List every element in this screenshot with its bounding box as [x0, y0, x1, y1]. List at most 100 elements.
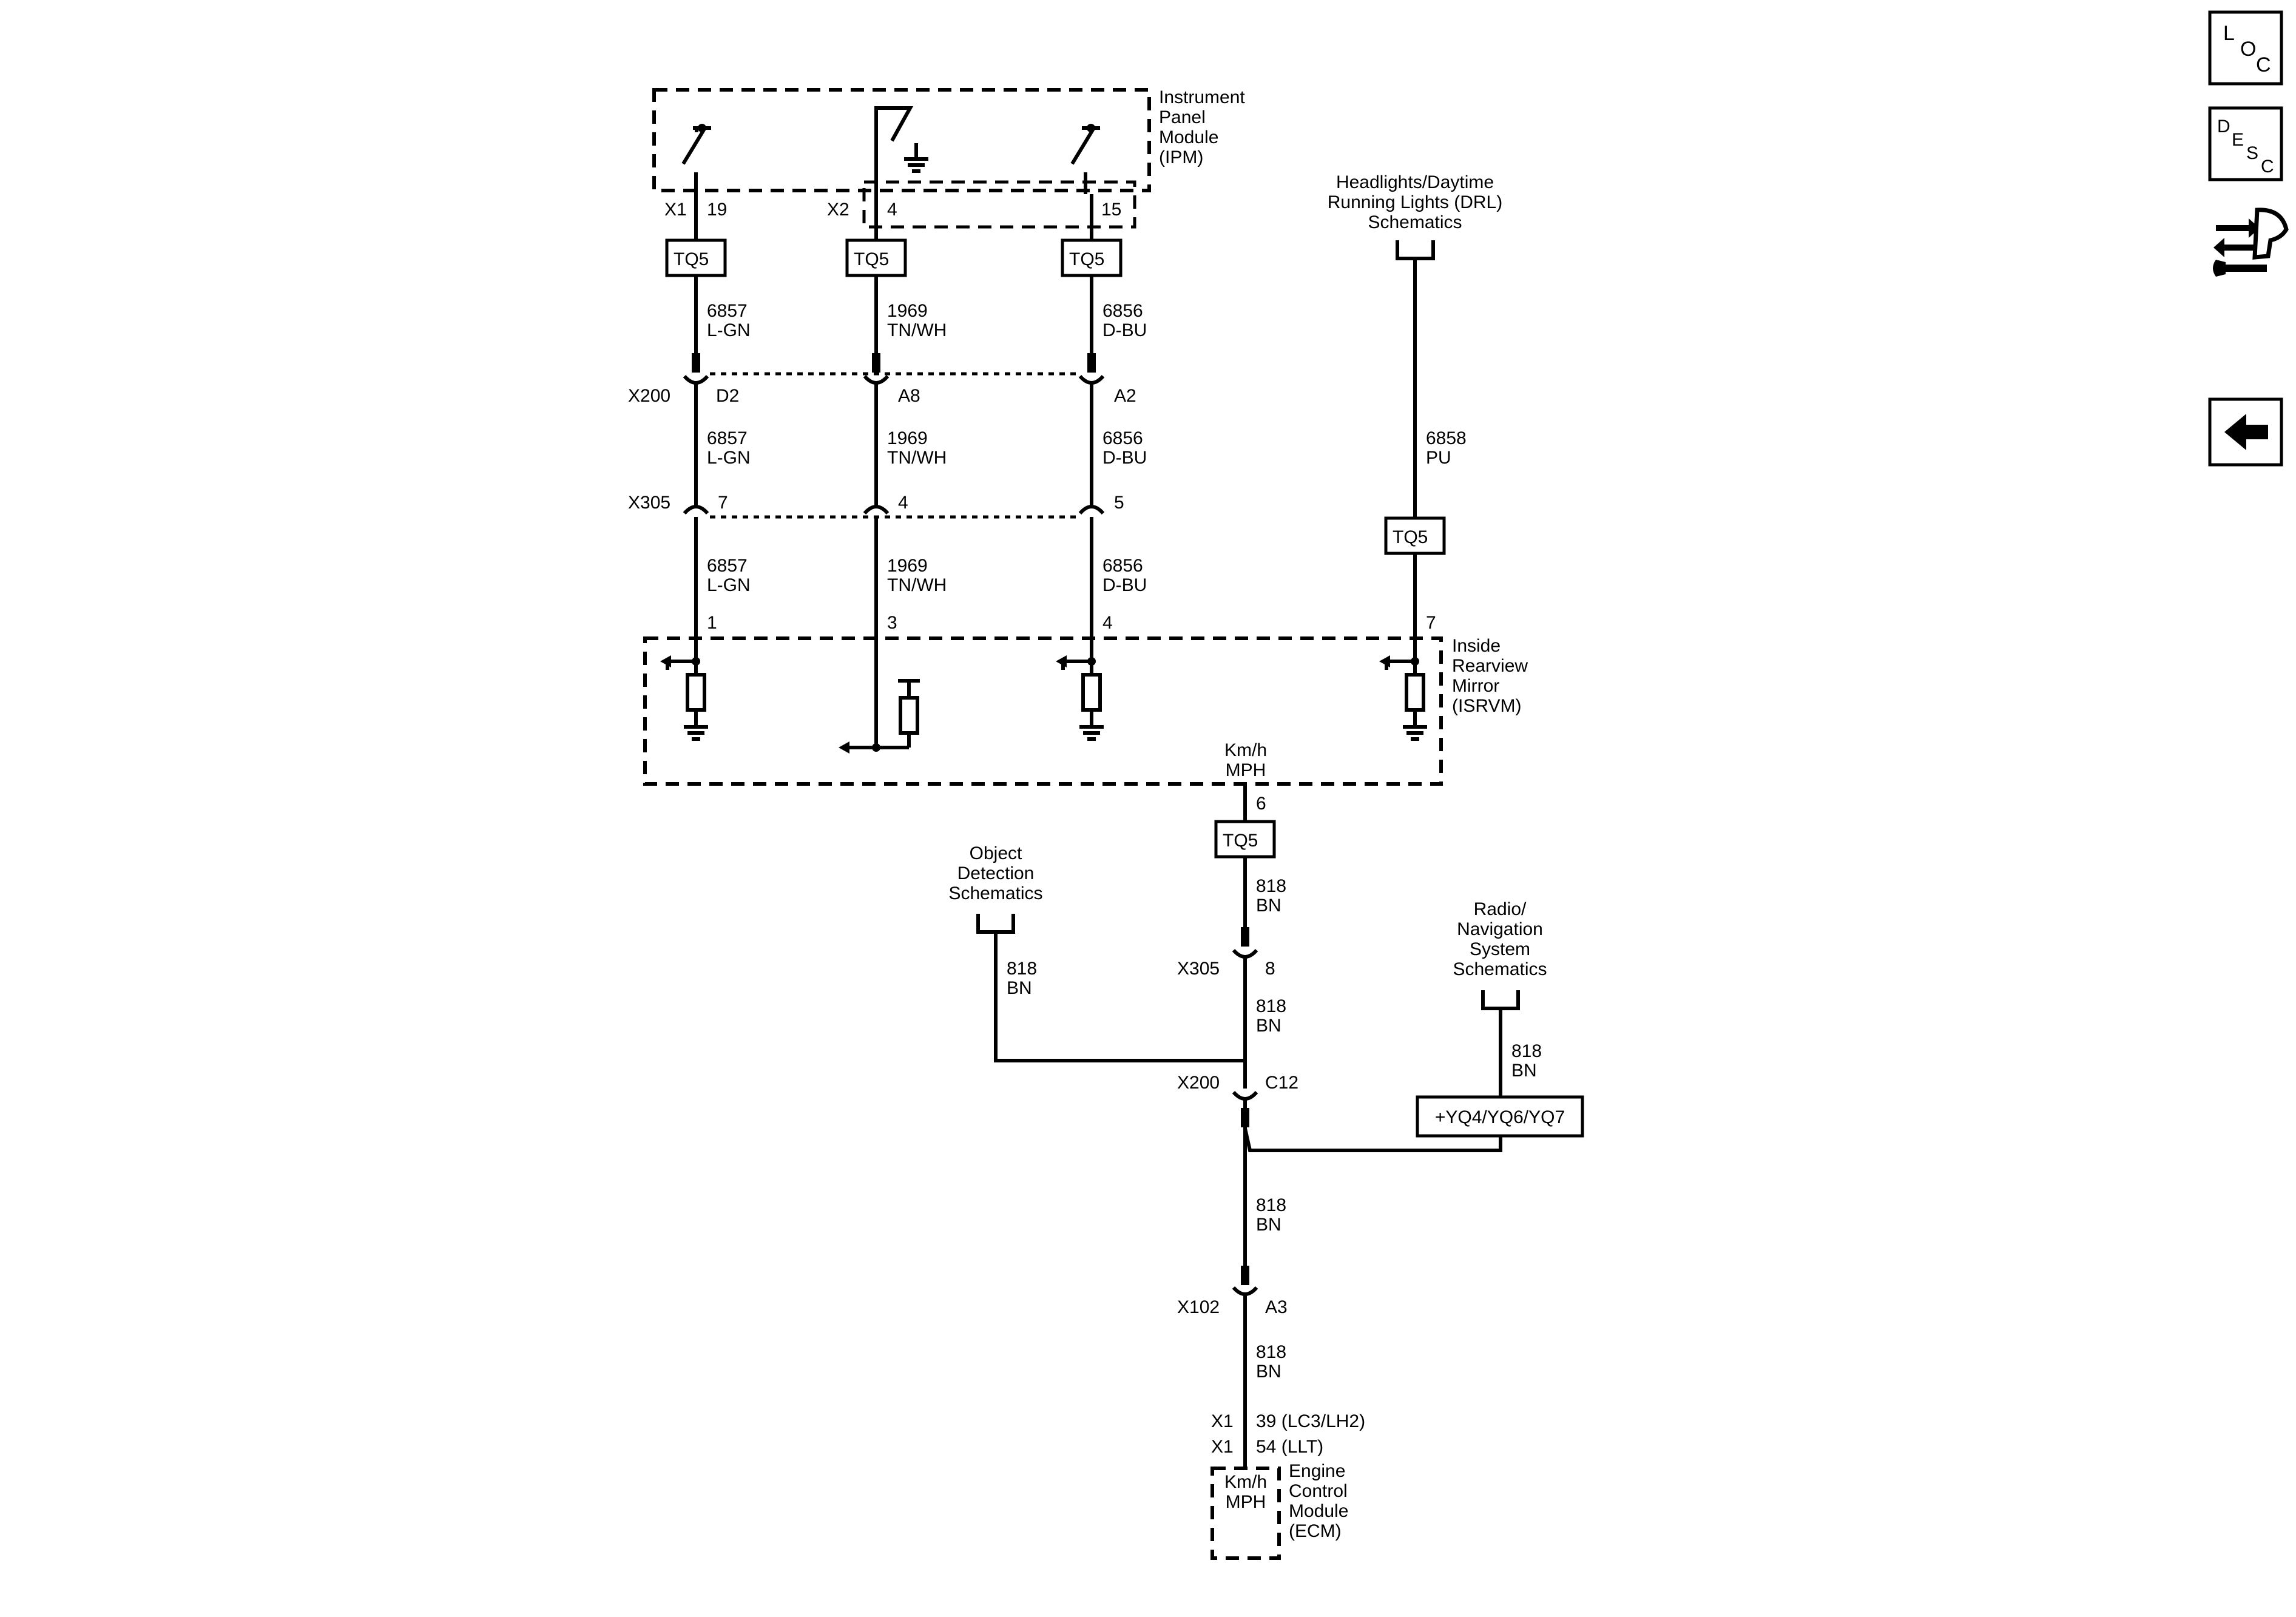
desc-letter-c: C: [2261, 157, 2274, 177]
ecm-pin-54: 54 (LLT): [1256, 1437, 1323, 1457]
drl-label-1: Headlights/Daytime: [1336, 172, 1494, 192]
ecm-pin-39: 39 (LC3/LH2): [1256, 1411, 1365, 1431]
color-bn-b: BN: [1256, 1016, 1281, 1036]
ipm-connectors: X1 19 X2 4 15: [664, 180, 1136, 229]
color-bn-c: BN: [1256, 1215, 1281, 1235]
ipm-module: Instrument Panel Module (IPM): [652, 87, 1245, 194]
circuit-labels-seg3: 6857 L-GN 1969 TN/WH 6856 D-BU: [707, 556, 1147, 595]
ecm-mph-label: MPH: [1226, 1492, 1266, 1512]
isrvm-input-4: [1056, 655, 1104, 741]
tq5-box-1: TQ5: [674, 249, 709, 269]
circuit-6857-b: 6857: [707, 428, 748, 448]
isrvm-kmh-label: Km/h: [1224, 740, 1267, 760]
pin-8-x305: 8: [1265, 959, 1275, 979]
circuit-6856-b: 6856: [1102, 428, 1143, 448]
ecm-module: Km/h MPH Engine Control Module (ECM): [1210, 1461, 1348, 1560]
pin-19: 19: [707, 200, 727, 220]
tq5-box-3: TQ5: [1069, 249, 1104, 269]
object-detection-label-1: Object: [970, 843, 1022, 863]
circuit-818-obj: 818: [1007, 959, 1037, 979]
speed-signal-circuit: 6 TQ5 818 BN X305 8 818 BN X200 C12 818 …: [1177, 784, 1365, 1470]
desc-button[interactable]: D E S C: [2208, 106, 2283, 181]
circuit-6857-a: 6857: [707, 301, 748, 321]
drl-label-2: Running Lights (DRL): [1328, 192, 1502, 212]
pin-a2: A2: [1114, 386, 1136, 406]
circuit-6856-c: 6856: [1102, 556, 1143, 576]
yq-option-box: +YQ4/YQ6/YQ7: [1435, 1107, 1565, 1127]
color-pu: PU: [1426, 448, 1451, 468]
circuit-818-c: 818: [1256, 1195, 1286, 1215]
drl-branch: Headlights/Daytime Running Lights (DRL) …: [1328, 172, 1502, 661]
connector-x200-bottom: X200: [1177, 1073, 1220, 1093]
ipm-label-4: (IPM): [1159, 147, 1203, 167]
color-bn-a: BN: [1256, 896, 1281, 916]
circuit-818-b: 818: [1256, 996, 1286, 1016]
color-dbu-a: D-BU: [1102, 320, 1147, 340]
connector-x102: X102: [1177, 1297, 1220, 1317]
ecm-label-3: Module: [1289, 1501, 1348, 1521]
ecm-label-1: Engine: [1289, 1461, 1345, 1481]
color-dbu-c: D-BU: [1102, 575, 1147, 595]
ecm-connector-x1-a: X1: [1211, 1411, 1234, 1431]
isrvm-label-1: Inside: [1452, 636, 1501, 656]
circuit-1969-a: 1969: [887, 301, 928, 321]
ipm-label-1: Instrument: [1159, 87, 1245, 107]
isrvm-pin-7: 7: [1426, 613, 1436, 633]
x305-labels-top: X305 7 4 5: [628, 493, 1124, 513]
circuit-6857-c: 6857: [707, 556, 748, 576]
loc-letter-o: O: [2240, 38, 2256, 61]
connector-x305-bottom: X305: [1177, 959, 1220, 979]
loc-letter-l: L: [2223, 22, 2235, 45]
circuit-818-a: 818: [1256, 876, 1286, 896]
color-bn-d: BN: [1256, 1362, 1281, 1382]
circuit-818-radio: 818: [1511, 1041, 1542, 1061]
ipm-ground-switch: [874, 106, 928, 194]
color-bn-radio: BN: [1511, 1061, 1537, 1081]
pin-7-x305: 7: [718, 493, 728, 513]
isrvm-label-4: (ISRVM): [1452, 696, 1521, 716]
back-button[interactable]: [2208, 397, 2283, 467]
loc-button[interactable]: L O C: [2208, 10, 2283, 86]
isrvm-label-2: Rearview: [1452, 656, 1528, 676]
wire-column-2: TQ5: [845, 194, 907, 748]
ecm-kmh-label: Km/h: [1224, 1472, 1267, 1492]
connector-x305-top: X305: [628, 493, 670, 513]
wire-column-3: TQ5: [1061, 194, 1123, 661]
circuit-6858: 6858: [1426, 428, 1467, 448]
drl-label-3: Schematics: [1368, 212, 1462, 232]
isrvm-pin-1: 1: [707, 613, 717, 633]
color-tnwh-c: TN/WH: [887, 575, 947, 595]
ecm-label-4: (ECM): [1289, 1521, 1342, 1541]
radio-navigation-branch: Radio/ Navigation System Schematics 818 …: [1243, 899, 1584, 1152]
pin-4-x305: 4: [898, 493, 908, 513]
circuit-1969-c: 1969: [887, 556, 928, 576]
color-lgn-b: L-GN: [707, 448, 751, 468]
isrvm-input-7: [1379, 655, 1427, 741]
wire-column-1: TQ5: [665, 194, 727, 661]
radio-label-2: Navigation: [1457, 919, 1543, 939]
tq5-box-5: TQ5: [1223, 831, 1258, 851]
desc-letter-d: D: [2217, 116, 2230, 137]
ipm-switch-3: [1070, 124, 1100, 194]
ipm-label-2: Panel: [1159, 107, 1206, 127]
ipm-label-3: Module: [1159, 127, 1218, 147]
pin-4: 4: [887, 200, 897, 220]
circuit-6856-a: 6856: [1102, 301, 1143, 321]
desc-letter-s: S: [2246, 143, 2258, 163]
object-detection-label-2: Detection: [957, 863, 1035, 883]
isrvm-module: Inside Rearview Mirror (ISRVM) 1 3 4 7: [643, 613, 1528, 786]
tq5-box-2: TQ5: [854, 249, 889, 269]
object-detection-branch: Object Detection Schematics 818 BN: [948, 843, 1245, 1062]
isrvm-pin-6: 6: [1256, 794, 1266, 814]
color-lgn-c: L-GN: [707, 575, 751, 595]
isrvm-input-3: [839, 679, 920, 754]
pin-15: 15: [1101, 200, 1121, 220]
swap-wrench-icon[interactable]: [2209, 200, 2289, 283]
color-dbu-b: D-BU: [1102, 448, 1147, 468]
color-tnwh-b: TN/WH: [887, 448, 947, 468]
isrvm-mph-label: MPH: [1226, 760, 1266, 780]
circuit-labels-seg1: 6857 L-GN 1969 TN/WH 6856 D-BU: [707, 301, 1147, 340]
radio-label-4: Schematics: [1453, 959, 1547, 979]
color-bn-obj: BN: [1007, 978, 1032, 998]
color-lgn-a: L-GN: [707, 320, 751, 340]
